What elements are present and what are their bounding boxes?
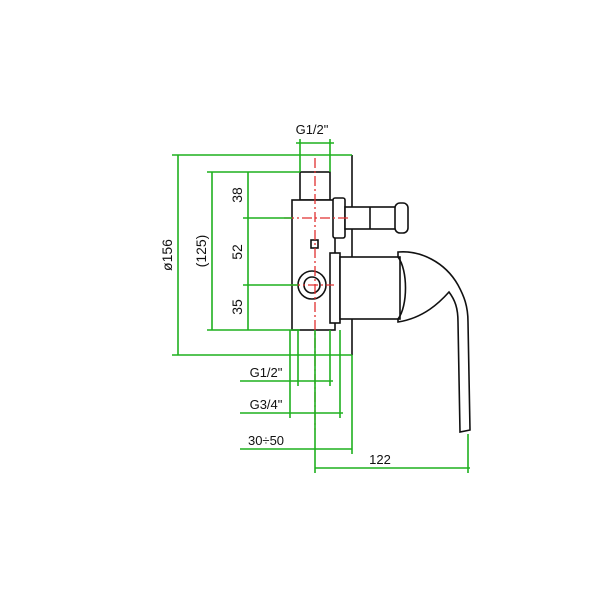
- valve-assembly: [291, 155, 471, 433]
- cartridge-cover: [339, 256, 401, 320]
- middle-spacing-label: 52: [229, 244, 245, 260]
- dimension-lines: [172, 139, 470, 473]
- inlet-connection-label: G3/4": [250, 397, 283, 412]
- handle-lever: [397, 251, 471, 433]
- plate-diameter-label: ø156: [159, 239, 175, 271]
- lower-spacing-label: 35: [229, 299, 245, 315]
- handle-projection-label: 122: [369, 452, 391, 467]
- diverter-stem: [344, 206, 398, 230]
- wall-depth-label: 30÷50: [248, 433, 284, 448]
- upper-spacing-label: 38: [229, 187, 245, 203]
- escutcheon-flange: [329, 252, 341, 324]
- dimension-labels: G1/2" ø156 (125) 38 52 35 G1/2" G3/4" 30…: [159, 122, 391, 467]
- top-connection-label: G1/2": [296, 122, 329, 137]
- valve-body: [291, 199, 336, 331]
- diverter-knob: [394, 202, 409, 234]
- outlet-connection-label: G1/2": [250, 365, 283, 380]
- body-height-label: (125): [193, 235, 209, 268]
- handle-hub-edge: [397, 256, 407, 320]
